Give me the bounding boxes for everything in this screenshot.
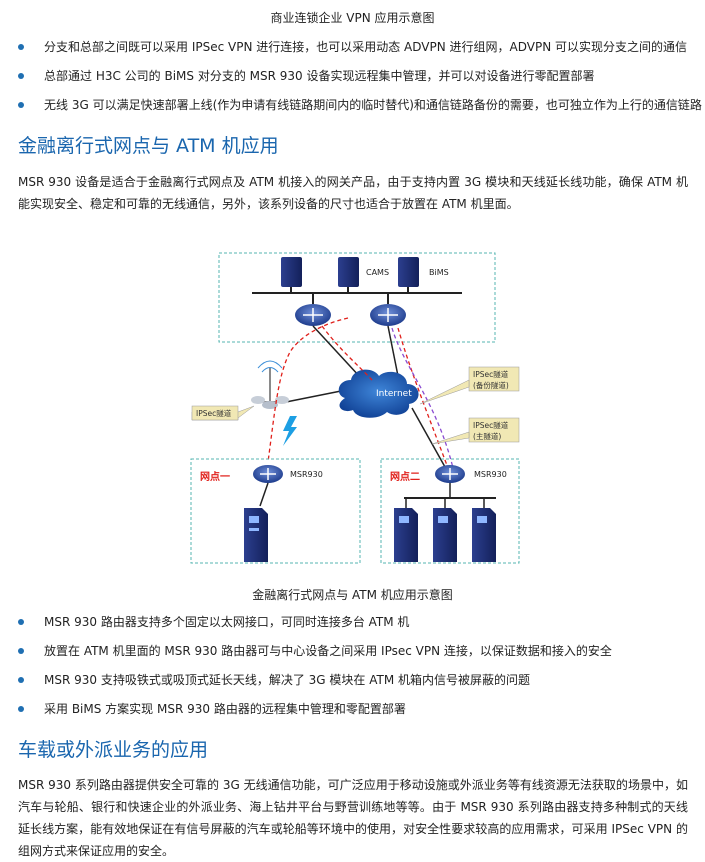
list-item: MSR 930 路由器支持多个固定以太网接口，可同时连接多台 ATM 机	[18, 615, 698, 644]
internet-label: Internet	[376, 389, 412, 399]
router-icon	[435, 465, 465, 483]
section-title-vehicle: 车载或外派业务的应用	[18, 739, 209, 761]
site-2-zone	[380, 458, 520, 564]
bims-label: BiMS	[429, 268, 449, 277]
router-icon	[295, 304, 331, 326]
section-paragraph-vehicle: MSR 930 系列路由器提供安全可靠的 3G 无线通信功能，可广泛应用于移动设…	[18, 778, 688, 858]
list-item: 分支和总部之间既可以采用 IPSec VPN 进行连接，也可以采用动态 ADVP…	[18, 40, 698, 69]
bullet-list-top: 分支和总部之间既可以采用 IPSec VPN 进行连接，也可以采用动态 ADVP…	[18, 40, 702, 127]
diagram-caption: 金融离行式网点与 ATM 机应用示意图	[252, 588, 453, 602]
cams-server-icon	[338, 257, 359, 293]
bullet-list-mid: MSR 930 路由器支持多个固定以太网接口，可同时连接多台 ATM 机 放置在…	[18, 615, 698, 731]
hq-zone	[218, 252, 496, 343]
3g-tower-icon	[251, 360, 289, 409]
atm-icon	[472, 508, 496, 562]
list-item: 采用 BiMS 方案实现 MSR 930 路由器的远程集中管理和零配置部署	[18, 702, 698, 731]
atm-icon	[394, 508, 418, 562]
server-icon	[281, 257, 302, 293]
ipsec-main-text-2: (主隧道)	[473, 431, 501, 441]
atm-icon	[433, 508, 457, 562]
ipsec-label-left	[191, 405, 255, 421]
bims-server-icon	[398, 257, 419, 293]
network-diagram: CAMS BiMS Internet	[190, 252, 520, 564]
list-item: 放置在 ATM 机里面的 MSR 930 路由器可与中心设备之间采用 IPsec…	[18, 644, 698, 673]
ipsec-label-backup	[419, 366, 520, 405]
ipsec-backup-text-2: (备份隧道)	[473, 380, 509, 390]
ipsec-left-text: IPSec隧道	[196, 408, 232, 418]
section-paragraph-atm: MSR 930 设备是适合于金融离行式网点及 ATM 机接入的网关产品，由于支持…	[18, 175, 688, 211]
router-icon	[370, 304, 406, 326]
ipsec-backup-text-1: IPSec隧道	[473, 369, 509, 379]
site-1-zone	[190, 458, 361, 564]
router-icon	[253, 465, 283, 483]
internet-cloud-icon	[338, 369, 419, 418]
msr930-label-2: MSR930	[474, 470, 507, 479]
list-item: 总部通过 H3C 公司的 BiMS 对分支的 MSR 930 设备实现远程集中管…	[18, 69, 698, 98]
top-caption: 商业连锁企业 VPN 应用示意图	[270, 11, 435, 25]
site-2-label: 网点二	[390, 470, 420, 483]
msr930-label-1: MSR930	[290, 470, 323, 479]
cams-label: CAMS	[366, 268, 389, 277]
atm-icon	[244, 508, 268, 562]
list-item: 无线 3G 可以满足快速部署上线(作为申请有线链路期间内的临时替代)和通信链路备…	[18, 98, 702, 127]
wireless-signal-icon	[283, 416, 297, 446]
section-title-atm: 金融离行式网点与 ATM 机应用	[18, 135, 279, 157]
list-item: MSR 930 支持吸铁式或吸顶式延长天线，解决了 3G 模块在 ATM 机箱内…	[18, 673, 698, 702]
ipsec-main-text-1: IPSec隧道	[473, 420, 509, 430]
site-1-label: 网点一	[200, 470, 230, 483]
ipsec-label-main	[431, 417, 520, 445]
